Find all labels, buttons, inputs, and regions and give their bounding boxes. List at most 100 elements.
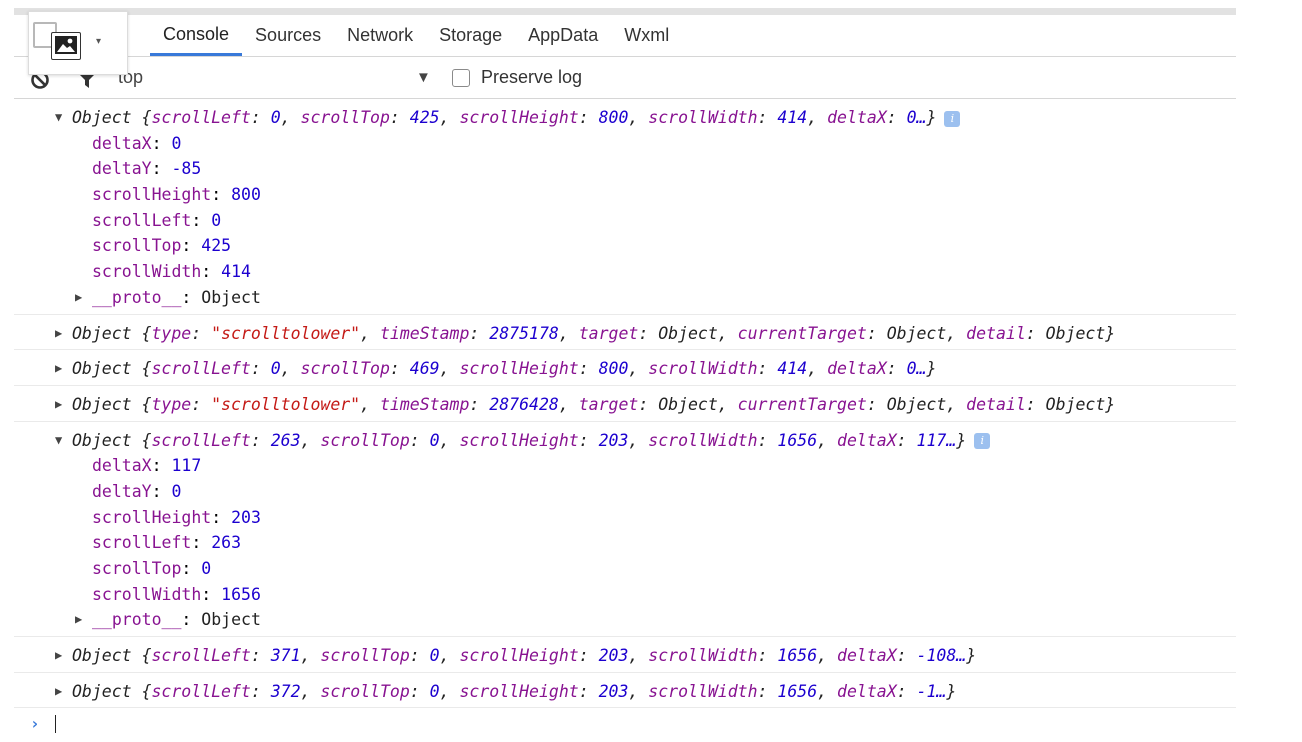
property-key: deltaX (92, 133, 152, 153)
tab-console[interactable]: Console (150, 15, 243, 56)
punctuation: , (300, 430, 321, 450)
console-prompt[interactable]: › (14, 708, 1236, 738)
property-value: Object (658, 394, 718, 414)
chevron-down-icon[interactable]: ▾ (96, 36, 102, 47)
property-value: -85 (171, 159, 202, 179)
property-row: scrollHeight: 800 (14, 182, 1236, 208)
punctuation: , (807, 108, 828, 127)
info-icon[interactable]: i (944, 110, 961, 127)
punctuation: , (717, 323, 738, 343)
console-entry[interactable]: ▶Object {scrollLeft: 371, scrollTop: 0, … (14, 637, 1236, 673)
preserve-log-label[interactable]: Preserve log (481, 67, 583, 87)
property-key: scrollLeft (151, 430, 251, 450)
property-value: 425 (201, 236, 232, 256)
punctuation: : (469, 394, 490, 414)
object-summary[interactable]: ▼Object {scrollLeft: 0, scrollTop: 425, … (14, 105, 1236, 131)
property-key: scrollWidth (648, 108, 758, 127)
dropdown-arrow-icon[interactable]: ▼ (416, 69, 431, 86)
punctuation: : (886, 359, 907, 379)
property-key: timeStamp (380, 323, 470, 343)
property-row: scrollHeight: 203 (14, 505, 1236, 531)
punctuation: : (469, 323, 490, 343)
punctuation: : (409, 430, 430, 450)
collapsed-triangle-icon[interactable]: ▶ (55, 361, 63, 376)
preserve-log-checkbox[interactable] (452, 69, 470, 87)
property-key: deltaY (92, 159, 152, 179)
punctuation: , (717, 394, 738, 414)
punctuation: : (181, 610, 202, 630)
top-border (14, 8, 1236, 15)
property-value: Object (1045, 394, 1106, 414)
info-icon[interactable]: i (974, 433, 991, 450)
tab-sources[interactable]: Sources (255, 25, 322, 45)
object-summary[interactable]: ▼Object {scrollLeft: 263, scrollTop: 0, … (14, 428, 1236, 454)
tab-network[interactable]: Network (347, 25, 414, 45)
collapsed-triangle-icon[interactable]: ▶ (55, 396, 63, 411)
tab-wxml[interactable]: Wxml (624, 25, 670, 45)
console-entry[interactable]: ▼Object {scrollLeft: 0, scrollTop: 425, … (14, 99, 1236, 315)
object-summary[interactable]: ▶Object {scrollLeft: 371, scrollTop: 0, … (14, 643, 1236, 669)
punctuation: : (250, 430, 271, 450)
punctuation: , (360, 323, 380, 343)
property-value: 371 (270, 646, 301, 666)
screenshot-popup: ▾ (28, 11, 128, 75)
image-icon[interactable] (51, 32, 81, 60)
object-summary[interactable]: ▶Object {scrollLeft: 372, scrollTop: 0, … (14, 679, 1236, 705)
punctuation: : (151, 133, 172, 153)
property-value: 425 (409, 108, 440, 127)
collapsed-triangle-icon[interactable]: ▶ (75, 289, 83, 304)
property-row: deltaY: 0 (14, 479, 1236, 505)
console-entry[interactable]: ▼Object {scrollLeft: 263, scrollTop: 0, … (14, 422, 1236, 638)
punctuation: : (250, 681, 271, 701)
property-key: scrollTop (320, 681, 410, 701)
punctuation: : (151, 456, 172, 476)
punctuation: , (628, 430, 649, 450)
tab-appdata[interactable]: AppData (528, 25, 599, 45)
collapsed-triangle-icon[interactable]: ▶ (55, 683, 63, 698)
collapsed-triangle-icon[interactable]: ▶ (75, 612, 83, 627)
punctuation: : (211, 507, 232, 527)
console-entry[interactable]: ▶Object {type: "scrolltolower", timeStam… (14, 315, 1236, 351)
property-key: detail (966, 323, 1026, 343)
filter-icon[interactable] (76, 71, 98, 94)
punctuation: } (926, 359, 937, 379)
property-key: scrollLeft (92, 210, 192, 230)
punctuation: : (409, 646, 430, 666)
punctuation: : (638, 323, 659, 343)
expanded-triangle-icon[interactable]: ▼ (55, 110, 63, 124)
collapsed-triangle-icon[interactable]: ▶ (55, 648, 63, 663)
property-value: 263 (270, 430, 301, 450)
collapsed-triangle-icon[interactable]: ▶ (55, 325, 63, 340)
object-summary[interactable]: ▶Object {scrollLeft: 0, scrollTop: 469, … (14, 356, 1236, 382)
punctuation: , (360, 394, 380, 414)
property-key: timeStamp (380, 394, 470, 414)
tab-storage[interactable]: Storage (439, 25, 503, 45)
punctuation: : (191, 323, 212, 343)
punctuation: , (439, 646, 460, 666)
property-key: deltaX (827, 359, 887, 379)
object-summary[interactable]: ▶Object {type: "scrolltolower", timeStam… (14, 321, 1236, 347)
property-value: Object (1045, 323, 1106, 343)
proto-row[interactable]: ▶__proto__: Object (14, 285, 1236, 311)
punctuation: } (966, 646, 977, 666)
text-caret (55, 715, 56, 734)
property-row: deltaY: -85 (14, 156, 1236, 182)
punctuation: , (439, 108, 460, 127)
punctuation: : (191, 394, 212, 414)
console-entry[interactable]: ▶Object {scrollLeft: 0, scrollTop: 469, … (14, 350, 1236, 386)
property-key: __proto__ (92, 287, 182, 307)
property-row: scrollTop: 0 (14, 556, 1236, 582)
punctuation: : (1025, 323, 1046, 343)
punctuation: : (250, 646, 271, 666)
punctuation: : (151, 481, 172, 501)
property-value: Object (886, 323, 947, 343)
expanded-triangle-icon[interactable]: ▼ (55, 432, 63, 447)
punctuation: Object { (72, 359, 152, 379)
console-entry[interactable]: ▶Object {scrollLeft: 372, scrollTop: 0, … (14, 673, 1236, 709)
prompt-arrow-icon: › (30, 714, 40, 734)
console-entry[interactable]: ▶Object {type: "scrolltolower", timeStam… (14, 386, 1236, 422)
punctuation: : (638, 394, 659, 414)
punctuation: , (628, 681, 649, 701)
proto-row[interactable]: ▶__proto__: Object (14, 607, 1236, 633)
object-summary[interactable]: ▶Object {type: "scrolltolower", timeStam… (14, 392, 1236, 418)
